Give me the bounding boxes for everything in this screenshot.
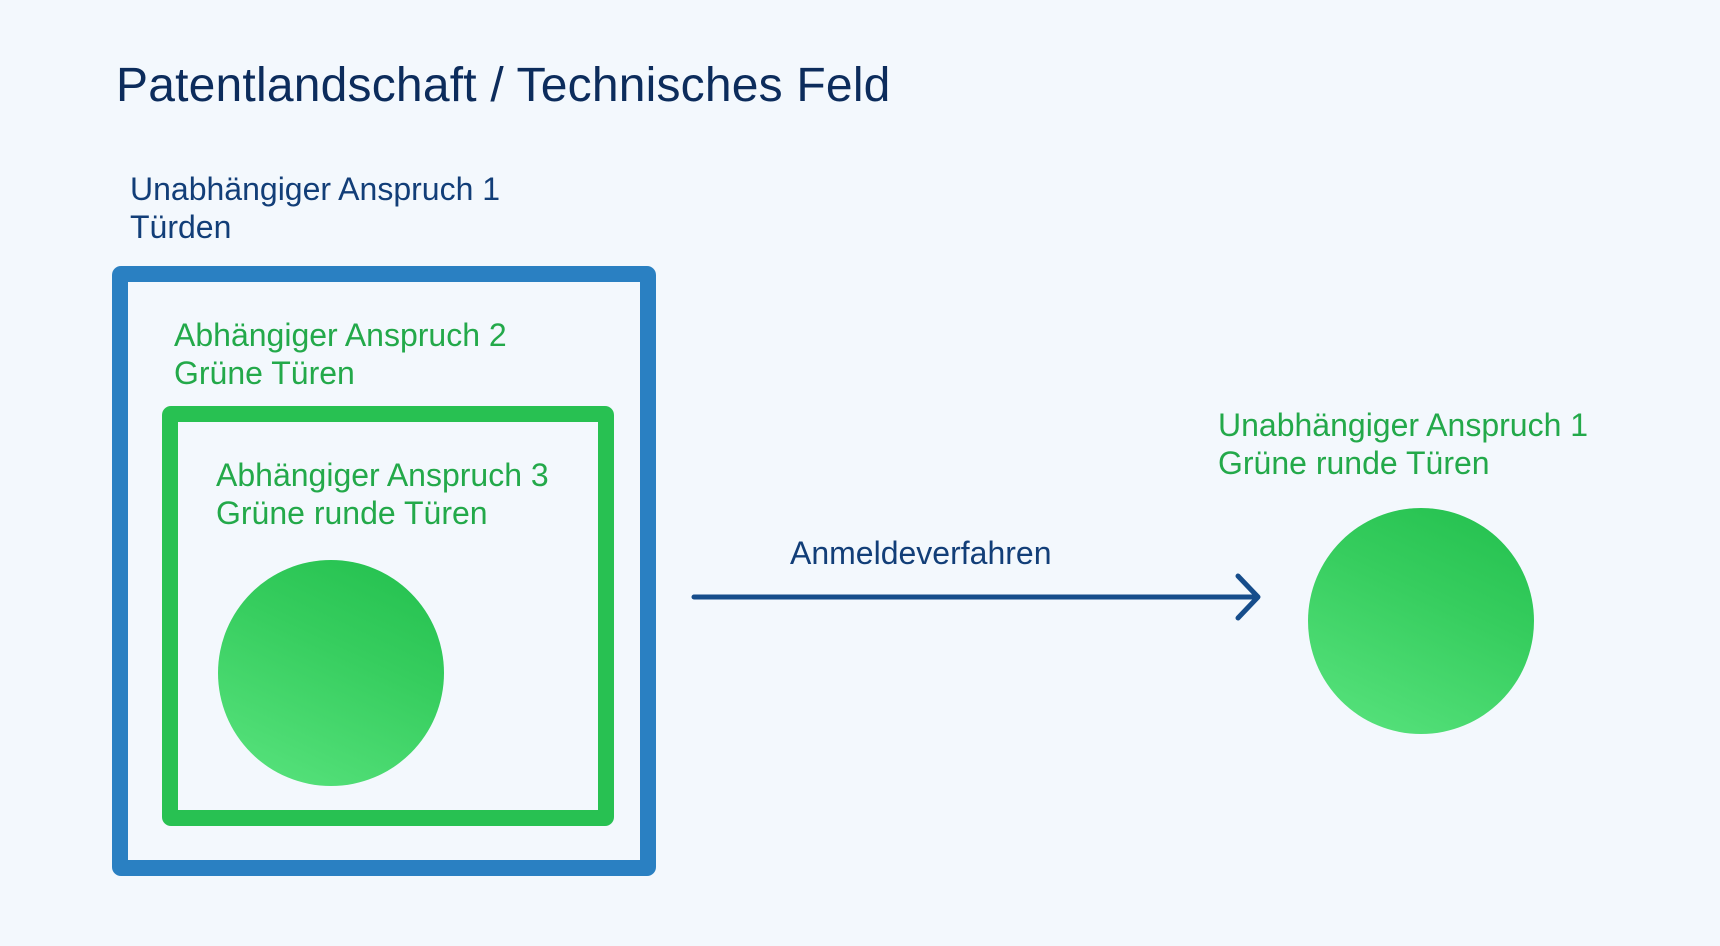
result-claim-title: Unabhängiger Anspruch 1 — [1218, 406, 1588, 444]
claim-3-subject: Grüne runde Türen — [216, 494, 549, 532]
result-claim-subject: Grüne runde Türen — [1218, 444, 1588, 482]
diagram-title: Patentlandschaft / Technisches Feld — [116, 58, 891, 113]
claim-2-subject: Grüne Türen — [174, 354, 507, 392]
round-door-circle — [218, 560, 444, 786]
claim-3-label: Abhängiger Anspruch 3 Grüne runde Türen — [216, 456, 549, 532]
claim-1-subject: Türden — [130, 208, 500, 246]
result-claim-label: Unabhängiger Anspruch 1 Grüne runde Türe… — [1218, 406, 1588, 482]
claim-3-title: Abhängiger Anspruch 3 — [216, 456, 549, 494]
claim-1-label: Unabhängiger Anspruch 1 Türden — [130, 170, 500, 246]
result-round-door-circle — [1308, 508, 1534, 734]
claim-2-label: Abhängiger Anspruch 2 Grüne Türen — [174, 316, 507, 392]
claim-2-title: Abhängiger Anspruch 2 — [174, 316, 507, 354]
claim-1-title: Unabhängiger Anspruch 1 — [130, 170, 500, 208]
process-arrow — [690, 570, 1270, 624]
process-label: Anmeldeverfahren — [790, 534, 1051, 572]
